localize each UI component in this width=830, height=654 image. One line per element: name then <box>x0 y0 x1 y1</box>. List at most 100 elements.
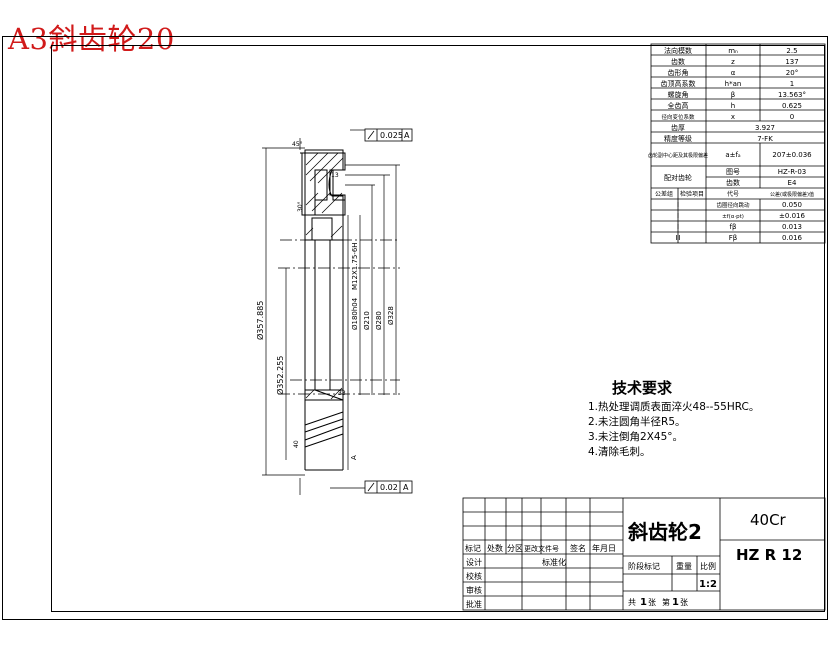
tolerance-frame-bottom <box>364 480 413 494</box>
dim-bore: Ø180h04 <box>351 297 359 330</box>
sheet-no-pre: 第 <box>662 597 670 607</box>
dim-40: 40 <box>293 440 300 448</box>
role-review: 审核 <box>466 585 482 595</box>
role-check: 校核 <box>466 571 482 581</box>
param-symbol: β <box>731 91 735 99</box>
material: 40Cr <box>750 511 786 529</box>
param-name: 精度等级 <box>664 134 692 143</box>
gear-section-view <box>278 149 400 471</box>
param-name: 齿数 <box>671 57 685 66</box>
mate-label: 齿数 <box>726 178 740 187</box>
rev-col: 签名 <box>570 543 586 553</box>
param-name: 配对齿轮 <box>664 173 692 182</box>
tol-bottom-value: 0.02 <box>380 483 398 492</box>
param-name: 齿轮副中心距及其极限偏差 <box>648 152 708 159</box>
rev-col: 标记 <box>465 543 481 553</box>
param-symbol: h*an <box>725 80 742 88</box>
dim-width-13: 13 <box>331 172 339 179</box>
tech-requirement-item: 2.未注圆角半径R5。 <box>588 416 686 428</box>
rev-col: 更改文件号 <box>524 544 559 553</box>
tol-value: 0.013 <box>782 223 802 231</box>
param-name: 齿形角 <box>668 68 689 77</box>
title-block-text: 标记 处数 分区 更改文件号 签名 年月日 设计 校核 审核 批准 标准化 阶段… <box>465 543 717 609</box>
param-value: 20° <box>786 69 798 77</box>
drawing-border <box>51 45 825 612</box>
dim-chamfer-45: 45° <box>292 141 303 148</box>
tol-value: ±0.016 <box>779 212 805 220</box>
parameter-table <box>650 43 826 244</box>
dim-outer-diameter: Ø357.885 <box>255 301 265 340</box>
tol-value: 0.016 <box>782 234 803 242</box>
role-design: 设计 <box>466 557 482 567</box>
sheet-unit2: 张 <box>680 598 688 607</box>
tol-code: fβ <box>730 223 737 231</box>
param-value: 207±0.036 <box>772 151 812 159</box>
tol-code: ±f(α·pt) <box>722 214 744 220</box>
dim-root-diameter: Ø352.255 <box>275 356 285 395</box>
tolerance-frame-top <box>364 128 413 142</box>
param-value: 3.927 <box>755 124 775 132</box>
param-symbol: α <box>731 69 736 77</box>
part-name: 斜齿轮2 <box>628 520 702 544</box>
param-name: 齿厚 <box>671 124 685 132</box>
drawing-number: HZ R 12 <box>736 546 803 564</box>
scale-value: 1:2 <box>699 579 717 590</box>
dim-d280: Ø280 <box>375 311 383 330</box>
tol-group: Ⅰ <box>677 212 679 220</box>
tech-requirement-item: 3.未注倒角2X45°。 <box>588 431 684 443</box>
scale-label: 比例 <box>700 561 716 571</box>
sheet-total-pre: 共 <box>628 598 636 607</box>
tol-top-value: 0.025 <box>380 131 403 140</box>
tol-code: Fβ <box>729 234 738 242</box>
tech-requirement-item: 4.清除毛刺。 <box>588 446 651 458</box>
tol-header: 公差(或极限偏差)值 <box>770 191 814 198</box>
dimension-lines <box>262 129 400 495</box>
rev-col: 处数 <box>487 543 503 553</box>
param-symbol: h <box>731 102 735 110</box>
tol-header: 检验项目 <box>680 190 704 198</box>
tol-code: 齿圈径向跳动 <box>716 201 750 209</box>
tol-group: Ⅲ <box>676 234 681 242</box>
title-block <box>462 497 826 611</box>
param-symbol: z <box>731 58 735 66</box>
tol-header: 代号 <box>727 190 739 198</box>
param-value: 7-FK <box>757 135 773 143</box>
param-symbol: mₙ <box>728 47 738 55</box>
param-value: 2.5 <box>786 47 797 55</box>
outer-frame <box>2 36 828 620</box>
dim-width-33: 33 <box>338 390 346 397</box>
tol-top-ref: A <box>404 131 410 140</box>
page-title: A3斜齿轮20 <box>8 22 175 56</box>
param-name: 法向模数 <box>664 46 692 55</box>
param-name: 径向变位系数 <box>661 113 695 121</box>
dim-d210: Ø210 <box>363 311 371 330</box>
datum-label: A <box>350 455 358 460</box>
sheet-no: 1 <box>672 597 679 608</box>
param-value: 13.563° <box>778 91 806 99</box>
dim-thread: M12X1.75-6H <box>351 242 359 290</box>
param-symbol: x <box>731 113 735 121</box>
param-name: 全齿高 <box>668 101 689 110</box>
role-approve: 批准 <box>466 599 482 609</box>
dim-d328: Ø328 <box>387 306 395 325</box>
param-value: 137 <box>785 58 798 66</box>
stage-label: 阶段标记 <box>628 561 660 571</box>
tol-bottom-ref: A <box>403 483 409 492</box>
tol-group: Ⅰ <box>677 201 679 209</box>
sheet-unit: 张 <box>648 598 656 607</box>
tech-requirements-title: 技术要求 <box>612 379 673 397</box>
param-name: 螺旋角 <box>668 90 689 99</box>
tech-requirement-item: 1.热处理调质表面淬火48--55HRC。 <box>588 401 760 413</box>
param-symbol: a±fₐ <box>725 151 741 159</box>
param-value: 0 <box>790 113 794 121</box>
rev-col: 分区 <box>507 544 523 553</box>
tol-value: 0.050 <box>782 201 802 209</box>
sheet-total: 1 <box>640 597 647 608</box>
mate-value: E4 <box>788 179 797 187</box>
mate-value: HZ-R-03 <box>778 168 806 176</box>
param-value: 0.625 <box>782 102 802 110</box>
dim-angle-30: 30° <box>297 201 304 212</box>
section-hatching <box>305 152 344 400</box>
mate-label: 图号 <box>726 168 740 176</box>
